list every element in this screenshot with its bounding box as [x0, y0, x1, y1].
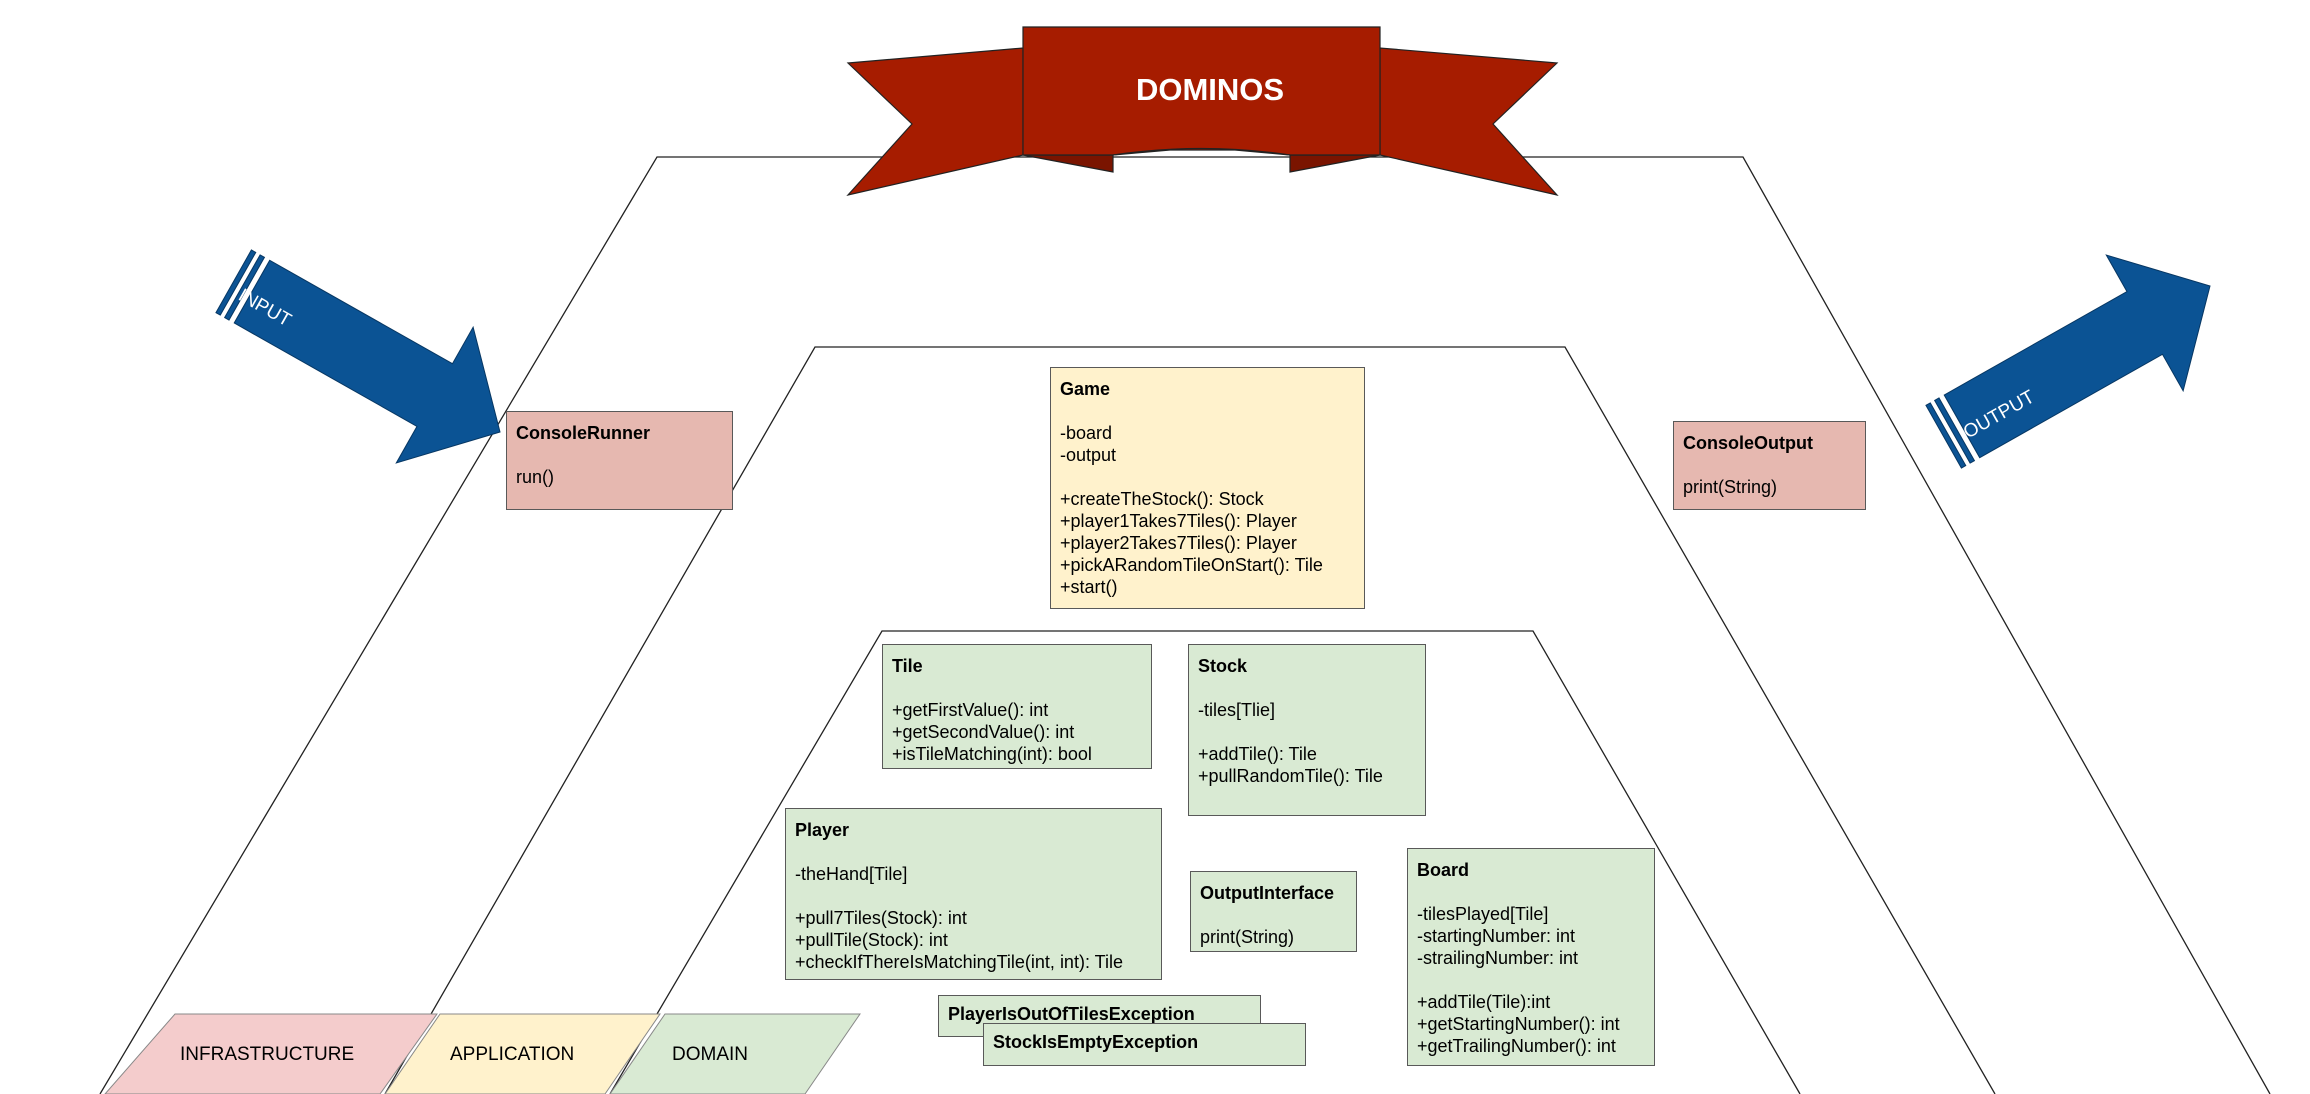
legend-application-shape — [384, 1013, 661, 1094]
class-title: Tile — [892, 656, 923, 676]
legend-domain-shape — [609, 1013, 861, 1094]
class-field: -output — [1060, 445, 1117, 465]
class-method: +pickARandomTileOnStart(): Tile — [1060, 555, 1323, 575]
class-method: +player1Takes7Tiles(): Player — [1060, 511, 1297, 531]
class-method: +start() — [1060, 577, 1118, 597]
class-method: +getFirstValue(): int — [892, 700, 1049, 720]
class-method: +checkIfThereIsMatchingTile(int, int): T… — [795, 952, 1123, 972]
class-tile: Tile +getFirstValue(): int +getSecondVal… — [882, 644, 1152, 769]
class-method: +pull7Tiles(Stock): int — [795, 908, 967, 928]
class-title: Stock — [1198, 656, 1248, 676]
class-player: Player -theHand[Tile] +pull7Tiles(Stock)… — [785, 808, 1162, 980]
legend-application-label: APPLICATION — [450, 1044, 575, 1065]
class-method: +createTheStock(): Stock — [1060, 489, 1264, 509]
class-method: print(String) — [1200, 927, 1295, 947]
input-arrow — [215, 249, 501, 464]
class-method: +addTile(Tile):int — [1417, 992, 1551, 1012]
class-method: +getStartingNumber(): int — [1417, 1014, 1620, 1034]
class-title: Board — [1417, 860, 1470, 880]
domain-boundary — [609, 630, 1801, 1094]
output-arrow — [1925, 254, 2211, 469]
class-method: +getTrailingNumber(): int — [1417, 1036, 1616, 1056]
class-field: -theHand[Tile] — [795, 864, 908, 884]
class-method: +pullTile(Stock): int — [795, 930, 948, 950]
class-title: ConsoleRunner — [516, 423, 651, 443]
class-console-runner: ConsoleRunner run() — [506, 411, 733, 510]
class-field: -strailingNumber: int — [1417, 948, 1579, 968]
class-method: +addTile(): Tile — [1198, 744, 1317, 764]
class-field: -tilesPlayed[Tile] — [1417, 904, 1549, 924]
class-output-interface: OutputInterface print(String) — [1190, 871, 1357, 952]
class-field: -startingNumber: int — [1417, 926, 1576, 946]
class-method: +pullRandomTile(): Tile — [1198, 766, 1383, 786]
dominos-banner — [846, 26, 1559, 197]
class-title: ConsoleOutput — [1683, 433, 1813, 453]
class-method: +isTileMatching(int): bool — [892, 744, 1092, 764]
class-stock-is-empty-exception: StockIsEmptyException — [983, 1023, 1306, 1066]
class-title: StockIsEmptyException — [993, 1032, 1199, 1052]
class-title: Player — [795, 820, 850, 840]
class-stock: Stock -tiles[Tlie] +addTile(): Tile +pul… — [1188, 644, 1426, 816]
legend-infrastructure-label: INFRASTRUCTURE — [180, 1044, 355, 1065]
class-method: +player2Takes7Tiles(): Player — [1060, 533, 1297, 553]
class-field: -board — [1060, 423, 1113, 443]
class-title: OutputInterface — [1200, 883, 1335, 903]
class-method: +getSecondValue(): int — [892, 722, 1075, 742]
class-method: print(String) — [1683, 477, 1778, 497]
class-field: -tiles[Tlie] — [1198, 700, 1276, 720]
class-title: Game — [1060, 379, 1111, 399]
class-board: Board -tilesPlayed[Tile] -startingNumber… — [1407, 848, 1655, 1066]
class-method: run() — [516, 467, 555, 487]
class-console-output: ConsoleOutput print(String) — [1673, 421, 1866, 510]
class-game: Game -board -output +createTheStock(): S… — [1050, 367, 1365, 609]
infrastructure-boundary — [99, 156, 2271, 1094]
class-title: PlayerIsOutOfTilesException — [948, 1004, 1195, 1024]
application-boundary — [384, 346, 1996, 1094]
diagram-title: DOMINOS — [1135, 72, 1285, 107]
legend-infrastructure-shape — [104, 1013, 438, 1094]
legend-domain-label: DOMAIN — [672, 1044, 748, 1065]
